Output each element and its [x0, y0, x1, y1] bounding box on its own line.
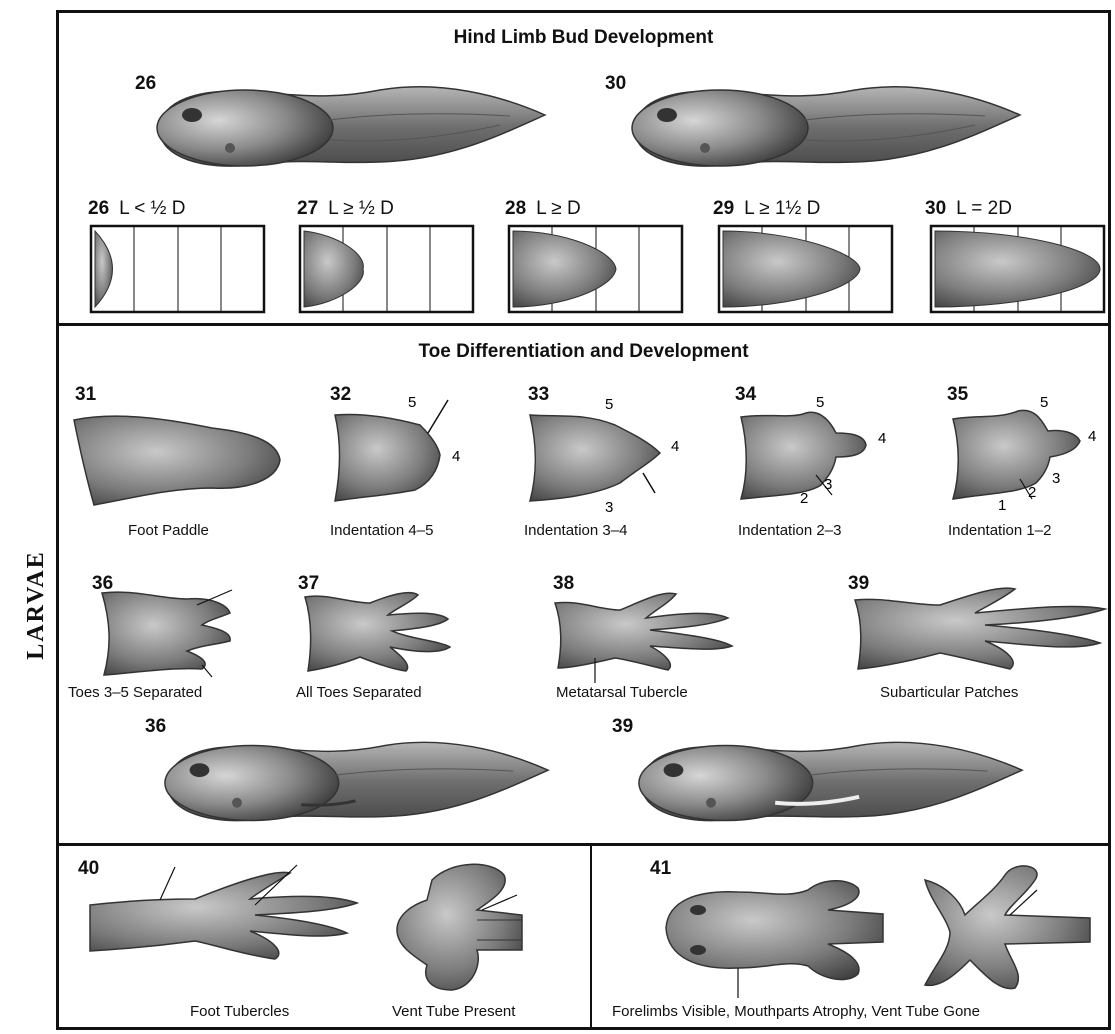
caption-38: Metatarsal Tubercle	[556, 684, 688, 701]
toe-num-35-2: 2	[1028, 484, 1036, 501]
caption-34: Indentation 2–3	[738, 522, 841, 539]
caption-31: Foot Paddle	[128, 522, 209, 539]
caption-39: Subarticular Patches	[880, 684, 1018, 701]
caption-37: All Toes Separated	[296, 684, 422, 701]
tadpole-stage-39-label: 39	[612, 716, 633, 738]
bud-28-box	[508, 225, 683, 313]
foot-32-illustration: 5 4	[330, 395, 465, 515]
side-label: LARVAE	[23, 545, 53, 665]
tadpole-stage-30-label: 30	[605, 73, 626, 95]
caption-41: Forelimbs Visible, Mouthparts Atrophy, V…	[612, 1003, 980, 1020]
toe-num-35-4: 4	[1088, 428, 1096, 445]
toe-num-32-4: 4	[452, 448, 460, 465]
bud-26-box	[90, 225, 265, 313]
foot-36-illustration	[92, 585, 242, 680]
caption-35: Indentation 1–2	[948, 522, 1051, 539]
froglet-41-illustration	[658, 870, 888, 1000]
hind-limb-title: Hind Limb Bud Development	[56, 27, 1111, 49]
foot-39-illustration	[850, 585, 1110, 680]
vent-tube-41-illustration	[915, 860, 1095, 1000]
foot-35-illustration: 5 4 3 2 1	[948, 395, 1108, 515]
tadpole-39-illustration	[632, 735, 1027, 830]
section-divider-3	[590, 845, 592, 1030]
foot-38-illustration	[550, 588, 740, 683]
section-divider-2	[56, 843, 1111, 846]
foot-37-illustration	[300, 585, 455, 680]
caption-40a: Foot Tubercles	[190, 1003, 289, 1020]
toe-num-33-5: 5	[605, 396, 613, 413]
toe-num-32-5: 5	[408, 394, 416, 411]
tadpole-30-illustration	[625, 80, 1025, 175]
caption-33: Indentation 3–4	[524, 522, 627, 539]
toe-num-33-3: 3	[605, 499, 613, 516]
toe-num-34-4: 4	[878, 430, 886, 447]
bud-27-box	[299, 225, 474, 313]
stage-31-label: 31	[75, 384, 96, 406]
tadpole-36-illustration	[158, 735, 553, 830]
toe-num-34-3: 3	[824, 476, 832, 493]
caption-32: Indentation 4–5	[330, 522, 433, 539]
foot-34-illustration: 5 4 3 2	[736, 395, 896, 515]
toe-num-33-4: 4	[671, 438, 679, 455]
toe-num-35-1: 1	[998, 497, 1006, 514]
toe-num-35-5: 5	[1040, 394, 1048, 411]
toe-num-34-2: 2	[800, 490, 808, 507]
vent-tube-40-illustration	[392, 860, 532, 1000]
section-divider-1	[56, 323, 1111, 326]
bud-30-box	[930, 225, 1105, 313]
toe-num-34-5: 5	[816, 394, 824, 411]
toe-num-35-3: 3	[1052, 470, 1060, 487]
tadpole-26-illustration	[150, 80, 550, 175]
foot-33-illustration: 5 4 3	[525, 395, 685, 515]
caption-36: Toes 3–5 Separated	[68, 684, 202, 701]
toe-diff-title: Toe Differentiation and Development	[56, 341, 1111, 363]
foot-40-illustration	[85, 865, 365, 985]
foot-31-illustration	[72, 410, 287, 510]
bud-29-box	[718, 225, 893, 313]
caption-40b: Vent Tube Present	[392, 1003, 515, 1020]
